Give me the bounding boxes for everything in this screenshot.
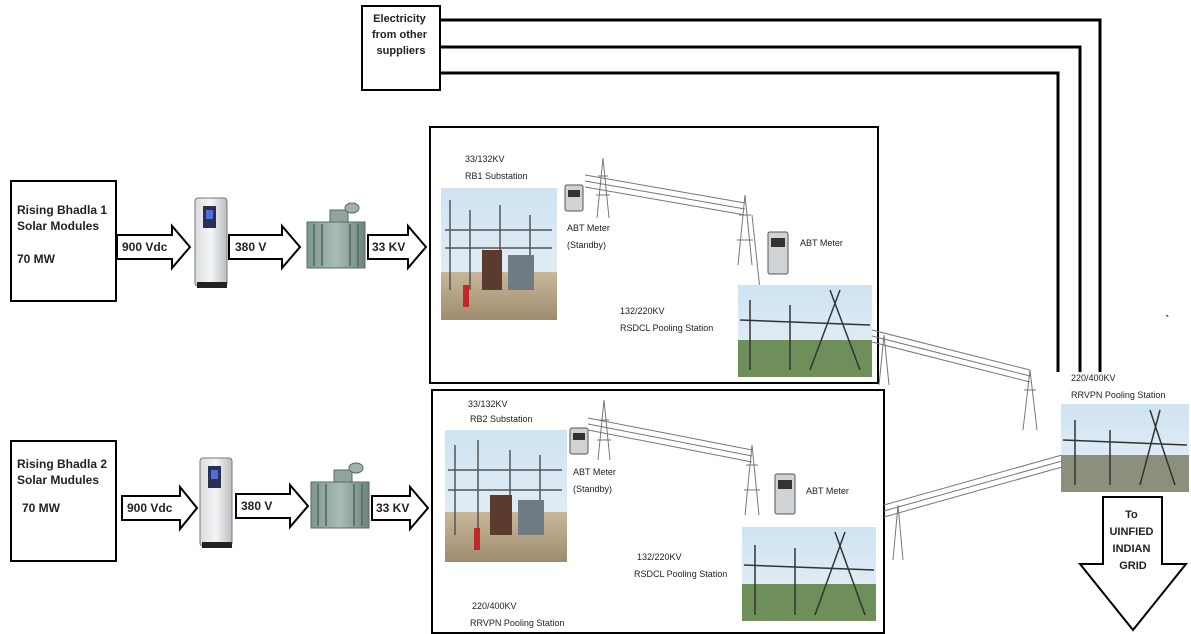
plant1-kv-arrow [367,223,428,271]
plant2-ac-label: 380 V [241,499,272,513]
plant2-substation-label: 33/132KV RB2 Substation [468,399,533,424]
plant1-ac-label: 380 V [235,240,266,254]
plant2-meter-standby [569,427,589,455]
plant1-pooling-label: 132/220KV RSDCL Pooling Station [620,306,713,333]
plant1-capacity: 70 MW [17,252,56,266]
plant2-substation-photo [445,430,567,562]
plant2-dc-arrow [121,484,199,532]
plant1-substation-label: 33/132KV RB1 Substation [465,154,528,181]
plant1-pooling-photo [738,285,872,377]
plant2-pooling-photo [742,527,876,621]
plant2-kv-label: 33 KV [376,501,409,515]
plant2-meter-standby-label: ABT Meter (Standby) [573,467,618,494]
plant2-ac-arrow [235,482,310,530]
plant1-transmission-line [584,157,761,291]
plant1-meter-main [767,231,789,275]
plant2-box [10,440,117,562]
plant1-meter-standby [564,184,584,212]
plant2-inverter [199,457,233,548]
rrvpn-label: 220/400KV RRVPN Pooling Station [1071,373,1165,400]
plant1-substation-photo [441,188,557,320]
stray-mark: ` [1165,312,1170,328]
other-suppliers-label: Electricity from other suppliers [372,13,430,57]
plant2-meter-main-label: ABT Meter [806,486,849,496]
plant1-kv-label: 33 KV [372,240,405,254]
plant2-transmission-line [587,399,760,516]
plant1-dc-arrow [116,223,192,271]
to-grid-label: To UINFIED INDIAN GRID [1109,509,1156,572]
to-grid-arrow [1077,496,1189,632]
plant1-title: Rising Bhadla 1 Solar Modules [17,203,110,233]
plant2-to-rrvpn-line [883,369,1063,561]
plant1-inverter [194,197,228,288]
plant2-dc-label: 900 Vdc [127,501,173,515]
rrvpn-photo [1061,404,1189,492]
plant1-ac-arrow [228,223,302,271]
plant2-capacity: 70 MW [22,501,61,515]
plant2-title: Rising Bhadla 2 Solar Mudules [17,457,110,487]
plant2-pooling-label: 132/220KV RSDCL Pooling Station [634,552,727,579]
plant1-box [10,180,117,302]
plant1-meter-main-label: ABT Meter [800,238,843,248]
other-suppliers-box [361,5,441,91]
plant2-kv-arrow [371,484,430,532]
plant1-meter-standby-label: ABT Meter (Standby) [567,223,612,250]
plant1-dc-label: 900 Vdc [122,240,168,254]
supplier-feed-lines [440,18,1102,372]
plant2-transformer [310,462,370,529]
plant2-meter-main [774,473,796,515]
plant1-transformer [306,202,366,269]
plant2-bottom-station-label: 220/400KV RRVPN Pooling Station [470,601,564,628]
plant1-to-rrvpn-line [871,329,1031,386]
